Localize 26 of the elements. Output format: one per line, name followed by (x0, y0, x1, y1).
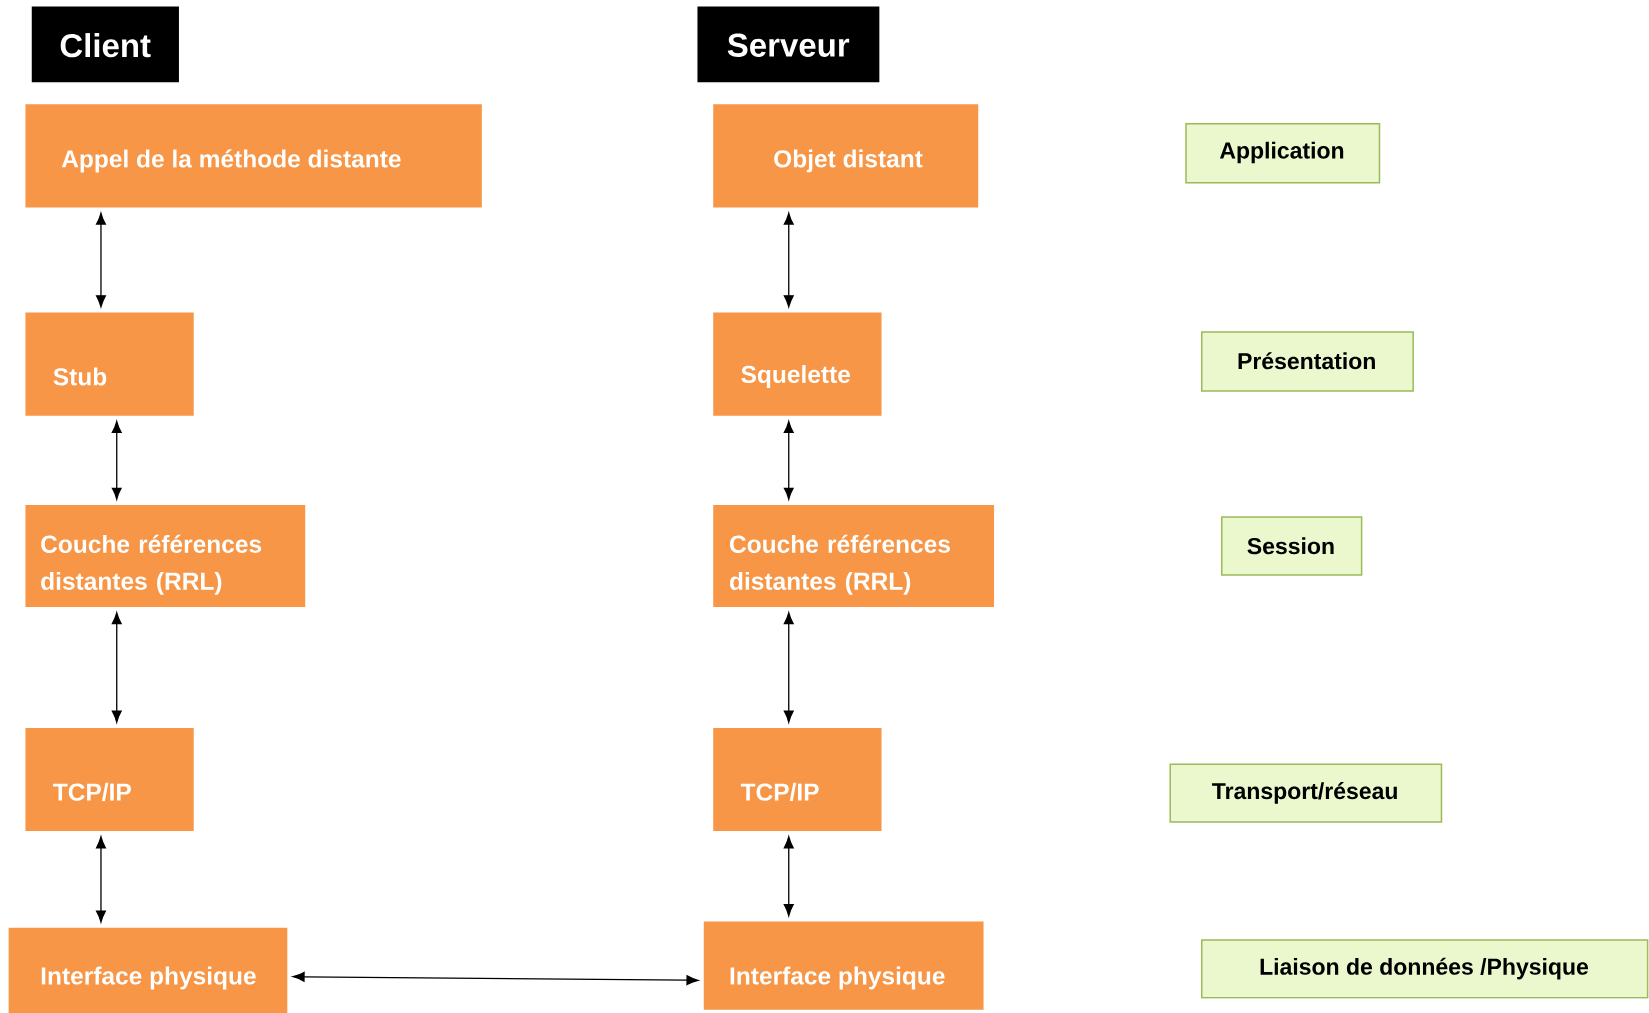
layer-box: TCP/IP (713, 728, 882, 832)
osi-layer-box: Liaison de données /Physique (1201, 939, 1649, 999)
layer-box: Interface physique (703, 921, 984, 1010)
header-box: Serveur (697, 6, 880, 83)
arrow (783, 421, 794, 500)
layer-box: TCP/IP (25, 728, 194, 832)
arrow (111, 421, 122, 500)
osi-layer-box: Application (1185, 123, 1381, 184)
layer-box: Stub (25, 312, 194, 416)
arrow (783, 836, 794, 917)
layer-box: Appel de la méthode distante (25, 104, 482, 208)
layer-box: Interface physique (8, 927, 288, 1013)
layer-box: Couche références distantes (RRL) (25, 505, 306, 608)
osi-layer-box: Session (1221, 516, 1363, 576)
layer-box: Couche références distantes (RRL) (713, 505, 994, 608)
arrow (95, 212, 106, 308)
osi-layer-box: Transport/réseau (1169, 763, 1443, 823)
arrow (95, 836, 106, 923)
arrow (783, 212, 794, 308)
header-box: Client (31, 6, 179, 83)
arrow (111, 612, 122, 723)
arrow (783, 612, 794, 723)
osi-layer-box: Présentation (1201, 331, 1414, 392)
layer-box: Squelette (713, 312, 882, 416)
arrow (292, 971, 699, 986)
layer-box: Objet distant (713, 104, 979, 208)
